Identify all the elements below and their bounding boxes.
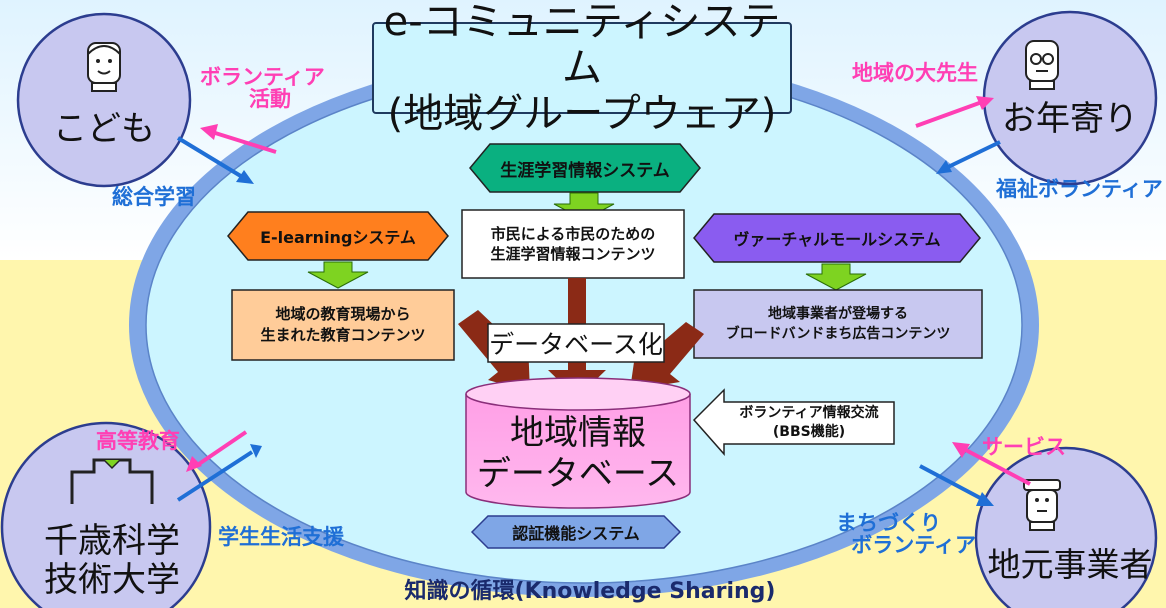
- title-line1: e-コミュニティシステム: [383, 0, 781, 91]
- volunteer-exchange-label: ボランティア情報交流 (BBS機能): [724, 402, 894, 444]
- auth-system-hex: [470, 515, 682, 549]
- mall-content-label: 地域事業者が登場する ブロードバンドまち広告コンテンツ: [694, 290, 982, 358]
- arrow-business-in: [961, 446, 1031, 486]
- database-line2: データベース: [476, 454, 680, 494]
- mall-system-label: ヴァーチャルモールシステム: [733, 230, 941, 249]
- actor-child-label: こども: [53, 109, 155, 149]
- mall-content-line2: ブロードバンドまち広告コンテンツ: [725, 326, 951, 342]
- elder-face-icon: [1025, 40, 1059, 90]
- lifelong-content-line1: 市民による市民のための: [490, 224, 656, 243]
- arrow-elder-in: [915, 100, 983, 128]
- flow-arrows: [176, 96, 1031, 506]
- arrow-business-out: [919, 464, 985, 502]
- database-line1: 地域情報: [510, 413, 646, 454]
- actor-business-label: 地元事業者: [987, 545, 1153, 584]
- mall-content-line1: 地域事業者が登場する: [768, 305, 908, 322]
- arrow-university-out: [176, 450, 254, 502]
- flow-local-teacher: 地域の大先生: [852, 61, 978, 85]
- brown-stem-center: [568, 278, 586, 326]
- mall-system-hex: [693, 213, 981, 263]
- green-arrow-mall: [805, 263, 867, 291]
- lifelong-system-hex: [469, 143, 701, 193]
- volunteer-exchange-line1: ボランティア情報交流: [739, 405, 879, 422]
- arrow-child-in: [211, 130, 277, 154]
- elearning-content-line2: 生まれた教育コンテンツ: [260, 326, 426, 344]
- flow-welfare-volunteer: 福祉ボランティア: [996, 177, 1163, 201]
- elearning-system-label: E-learningシステム: [260, 228, 416, 247]
- elearning-content-box: [231, 289, 455, 361]
- volunteer-activity-line2: 活動: [249, 87, 291, 112]
- flow-volunteer-activity: ボランティア 活動: [200, 65, 325, 112]
- actor-business: [974, 446, 1158, 608]
- lifelong-content-line2: 生涯学習情報コンテンツ: [490, 245, 656, 263]
- database-label: 地域情報 データベース: [466, 412, 690, 496]
- flow-integrated-learning: 総合学習: [112, 185, 196, 209]
- green-arrow-elearning: [307, 261, 369, 289]
- university-line2: 技術大学: [44, 560, 180, 601]
- elearning-content-label: 地域の教育現場から 生まれた教育コンテンツ: [232, 290, 454, 360]
- flow-service: サービス: [982, 435, 1066, 459]
- auth-system-label: 認証機能システム: [512, 524, 640, 543]
- mall-content-box: [693, 289, 983, 359]
- actor-university: [0, 421, 212, 608]
- actor-elder-label: お年寄り: [1002, 99, 1138, 139]
- flow-student-support: 学生生活支援: [218, 525, 344, 549]
- elearning-content-line1: 地域の教育現場から: [275, 305, 411, 323]
- university-building-icon: [70, 458, 154, 504]
- volunteer-exchange-line2: (BBS機能): [772, 424, 846, 440]
- town-volunteer-line2: ボランティア: [851, 533, 976, 558]
- elearning-system-hex: [227, 211, 449, 261]
- child-face-icon: [87, 42, 121, 92]
- volunteer-activity-line1: ボランティア: [200, 65, 325, 89]
- lifelong-content-label: 市民による市民のための 生涯学習情報コンテンツ: [462, 210, 684, 278]
- flow-town-volunteer: まちづくり ボランティア: [836, 512, 976, 556]
- volunteer-exchange-arrow: [692, 388, 895, 456]
- knowledge-sharing-caption: 知識の循環(Knowledge Sharing): [404, 579, 776, 604]
- worker-face-icon: [1023, 479, 1061, 531]
- brown-arrow-right: [630, 322, 704, 390]
- database-ize-box: [487, 323, 665, 363]
- title-box: e-コミュニティシステム (地域グループウェア): [372, 0, 792, 137]
- actor-elder: [982, 10, 1158, 186]
- lifelong-system-label: 生涯学習情報システム: [500, 160, 670, 181]
- database-cylinder: [465, 377, 691, 509]
- arrow-child-out: [176, 136, 246, 180]
- title-line2: (地域グループウェア): [387, 91, 777, 137]
- database-ize-label: データベース化: [489, 330, 663, 359]
- actor-child: [16, 12, 192, 188]
- university-line1: 千歳科学: [44, 521, 180, 561]
- town-volunteer-line1: まちづくり: [836, 511, 941, 535]
- flow-higher-education: 高等教育: [96, 429, 180, 453]
- lifelong-content-box: [461, 209, 685, 279]
- arrow-elder-out: [945, 140, 1001, 170]
- actor-university-label: 千歳科学 技術大学: [32, 521, 192, 601]
- arrow-university-in: [194, 430, 248, 468]
